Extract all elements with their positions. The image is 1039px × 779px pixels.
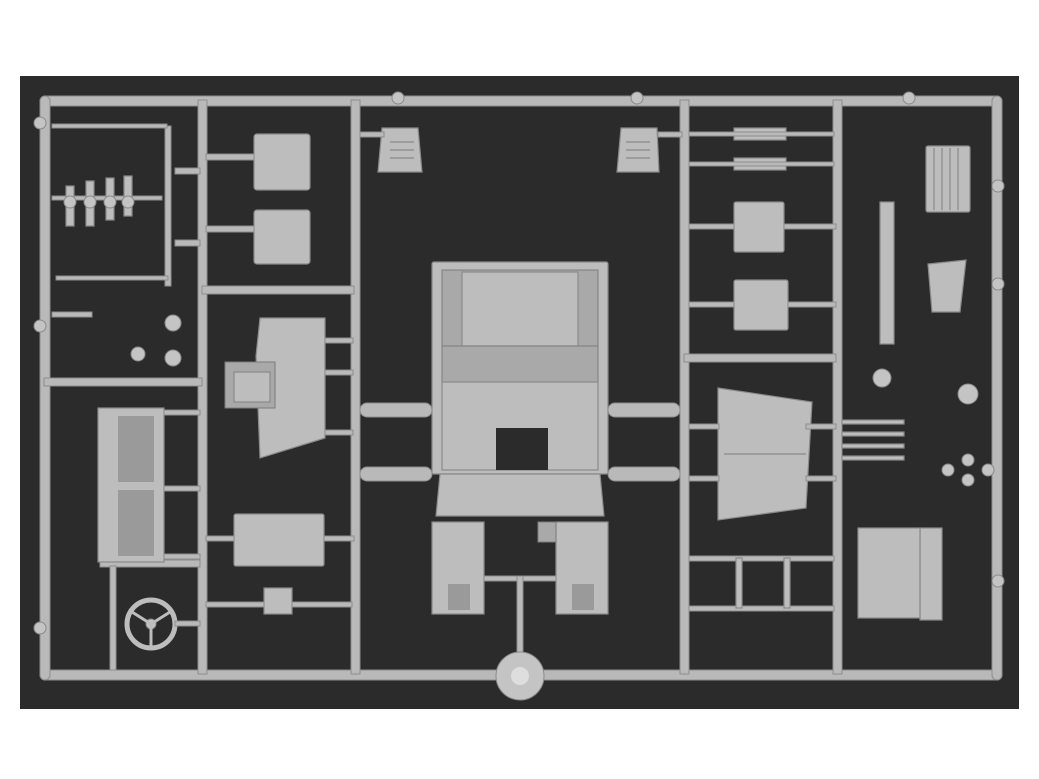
sprue-photo <box>20 76 1019 709</box>
steering-wheel-part <box>109 565 201 671</box>
gate-pins <box>33 91 1005 635</box>
box-parts-right <box>688 127 837 331</box>
body-tub-part <box>431 261 609 615</box>
sprue-frame <box>39 95 1003 681</box>
lever-parts <box>51 123 172 287</box>
windscreen-part <box>688 387 837 521</box>
seat-parts <box>174 133 311 265</box>
dashboard-part <box>224 317 354 459</box>
grille-frame-part <box>97 407 201 563</box>
right-cell-parts <box>841 145 995 621</box>
pedal-parts <box>359 127 683 173</box>
ladder-part <box>688 555 835 612</box>
toolbox-part <box>205 513 355 615</box>
sprue-illustration <box>33 91 1005 701</box>
tub-gates <box>359 402 681 671</box>
small-knobs <box>51 311 182 367</box>
sprue-hub <box>495 651 545 701</box>
